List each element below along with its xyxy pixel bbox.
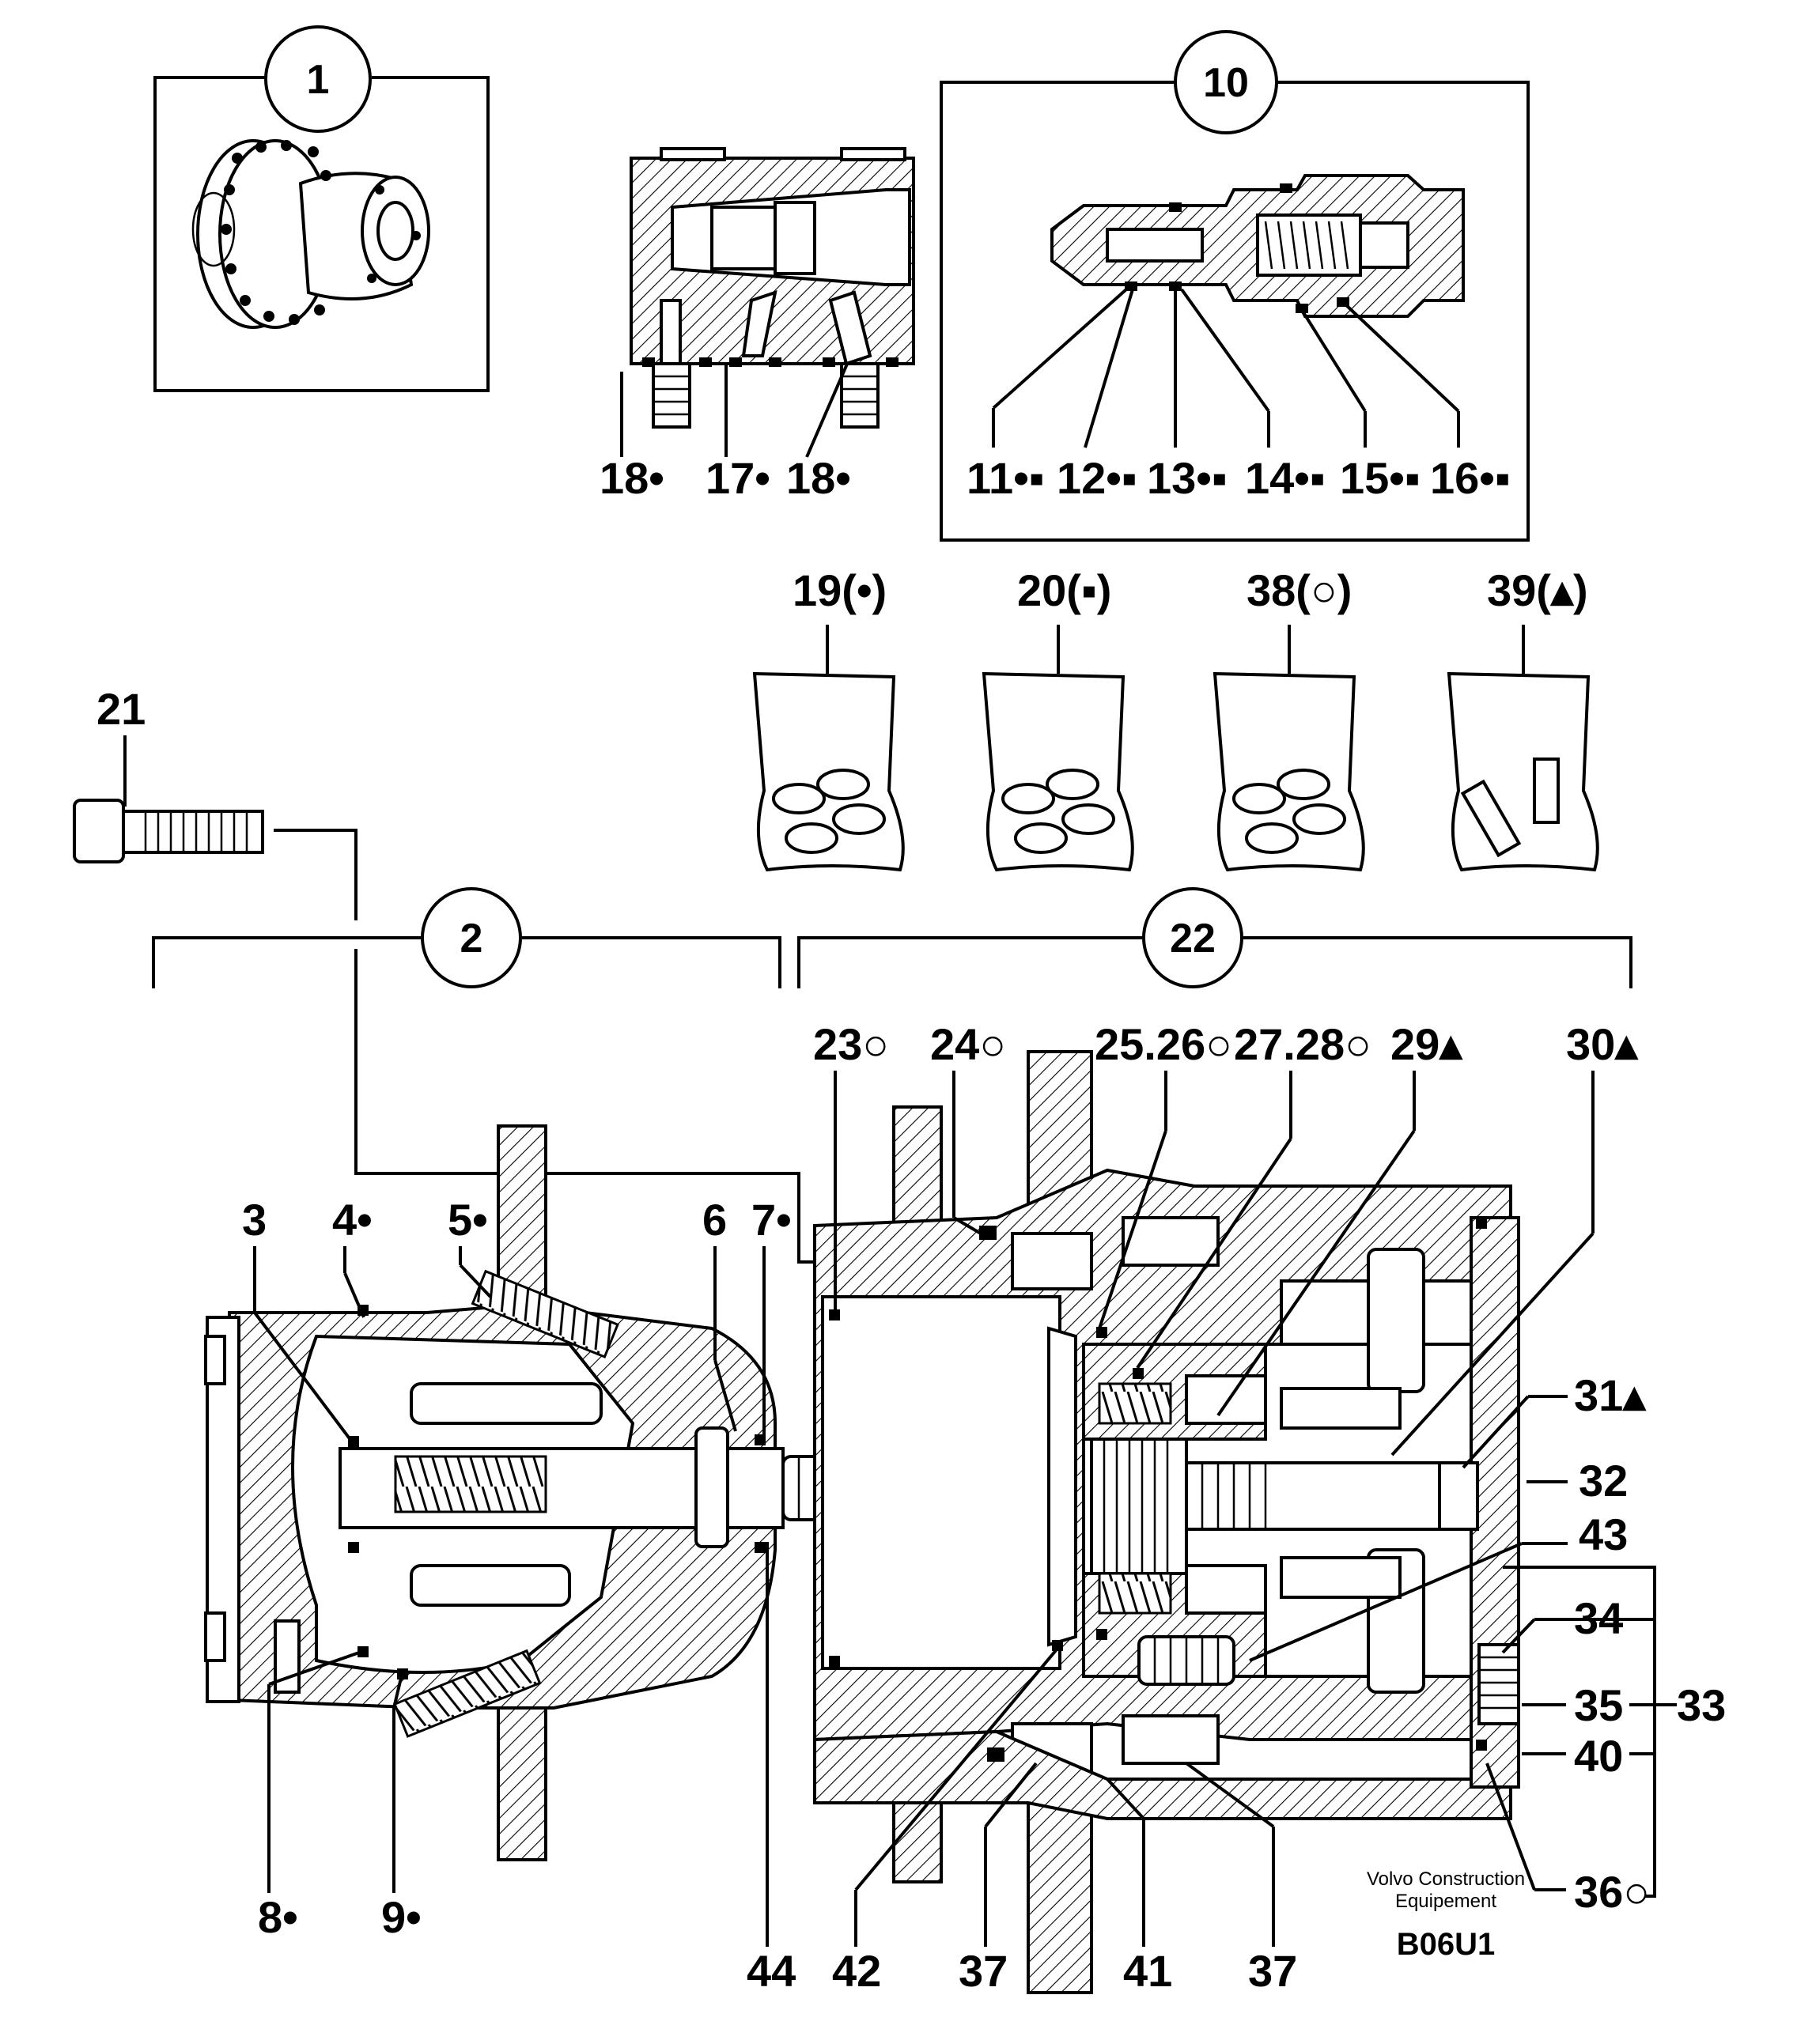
item-1-box: 1 xyxy=(153,25,490,392)
label-32: 32 xyxy=(1579,1456,1628,1506)
label-27-28: 27.28○ xyxy=(1234,1019,1371,1069)
drawing-code: B06U1 xyxy=(1397,1927,1496,1962)
footer: Volvo Construction Equipement B06U1 xyxy=(1367,1868,1525,1962)
company-line-2: Equipement xyxy=(1395,1891,1496,1912)
callout-circle-22 xyxy=(1142,887,1243,988)
label-11: 11•▪ xyxy=(967,453,1045,503)
label-44: 44 xyxy=(747,1946,796,1996)
label-3: 3 xyxy=(242,1195,267,1245)
label-34: 34 xyxy=(1574,1593,1623,1643)
motor-assembly-illustration xyxy=(191,139,430,329)
valve-block: 18• 17• 18• xyxy=(600,147,915,503)
label-13: 13•▪ xyxy=(1147,453,1228,503)
label-kit-19: 19(•) xyxy=(793,565,887,615)
label-15: 15•▪ xyxy=(1340,453,1421,503)
label-24: 24○ xyxy=(930,1019,1006,1069)
label-43: 43 xyxy=(1579,1509,1628,1559)
label-37-left: 37 xyxy=(959,1946,1008,1996)
label-7: 7• xyxy=(751,1195,792,1245)
label-35: 35 xyxy=(1574,1680,1623,1730)
gearbox-labels: 23○ 24○ 25.26○ 27.28○ 29▴ 30▴ 31▴ 32 43 … xyxy=(813,1019,1726,1996)
callout-2: 2 xyxy=(460,916,483,962)
label-29: 29▴ xyxy=(1390,1019,1463,1069)
label-30: 30▴ xyxy=(1566,1019,1639,1069)
kit-39: 39(▴) xyxy=(1447,565,1599,872)
plug-left xyxy=(652,299,691,429)
kit-20: 20(▪) xyxy=(982,565,1134,872)
kit-38: 38(○) xyxy=(1213,565,1365,872)
label-36: 36○ xyxy=(1574,1867,1650,1917)
label-40: 40 xyxy=(1574,1731,1623,1781)
label-18-right: 18• xyxy=(786,453,851,503)
label-5: 5• xyxy=(448,1195,488,1245)
item-10-box: 10 11•▪ 12•▪ 13•▪ 14•▪ 15•▪ 16•▪ xyxy=(940,30,1530,542)
label-33: 33 xyxy=(1677,1680,1726,1730)
label-25-26: 25.26○ xyxy=(1095,1019,1232,1069)
label-31: 31▴ xyxy=(1574,1370,1647,1420)
label-16: 16•▪ xyxy=(1430,453,1511,503)
callout-circle-10 xyxy=(1174,30,1278,134)
label-9: 9• xyxy=(381,1892,422,1942)
company-line-1: Volvo Construction xyxy=(1367,1868,1525,1890)
label-17: 17• xyxy=(706,453,770,503)
callout-22: 22 xyxy=(1170,916,1216,962)
label-6: 6 xyxy=(702,1195,727,1245)
label-kit-20: 20(▪) xyxy=(1017,565,1111,615)
pump-labels: 3 4• 5• 6 7• 8• 9• 44 xyxy=(242,1195,796,1996)
bracket-22: 22 xyxy=(797,887,1632,988)
label-21: 21 xyxy=(96,684,146,734)
label-4: 4• xyxy=(332,1195,373,1245)
plug-right xyxy=(828,290,880,429)
callout-10: 10 xyxy=(1203,60,1249,106)
kit-19: 19(•) xyxy=(752,565,905,872)
callout-1: 1 xyxy=(307,57,330,103)
label-42: 42 xyxy=(832,1946,881,1996)
callout-circle-2 xyxy=(421,887,522,988)
bolt-21: 21 xyxy=(73,684,358,920)
label-12: 12•▪ xyxy=(1057,453,1137,503)
label-37-right: 37 xyxy=(1248,1946,1297,1996)
label-kit-38: 38(○) xyxy=(1247,565,1352,615)
label-18-left: 18• xyxy=(600,453,664,503)
gearbox-cross-section xyxy=(813,1050,1520,1994)
callout-circle-1 xyxy=(264,25,372,133)
relief-valve-illustration xyxy=(1050,174,1465,318)
label-14: 14•▪ xyxy=(1245,453,1326,503)
pump-cross-section xyxy=(204,1124,887,1861)
label-kit-39: 39(▴) xyxy=(1487,565,1588,615)
label-8: 8• xyxy=(258,1892,298,1942)
seal-kits: 19(•) 20(▪) 38(○) 39(▴) xyxy=(752,565,1599,872)
label-23: 23○ xyxy=(813,1019,889,1069)
label-41: 41 xyxy=(1123,1946,1172,1996)
